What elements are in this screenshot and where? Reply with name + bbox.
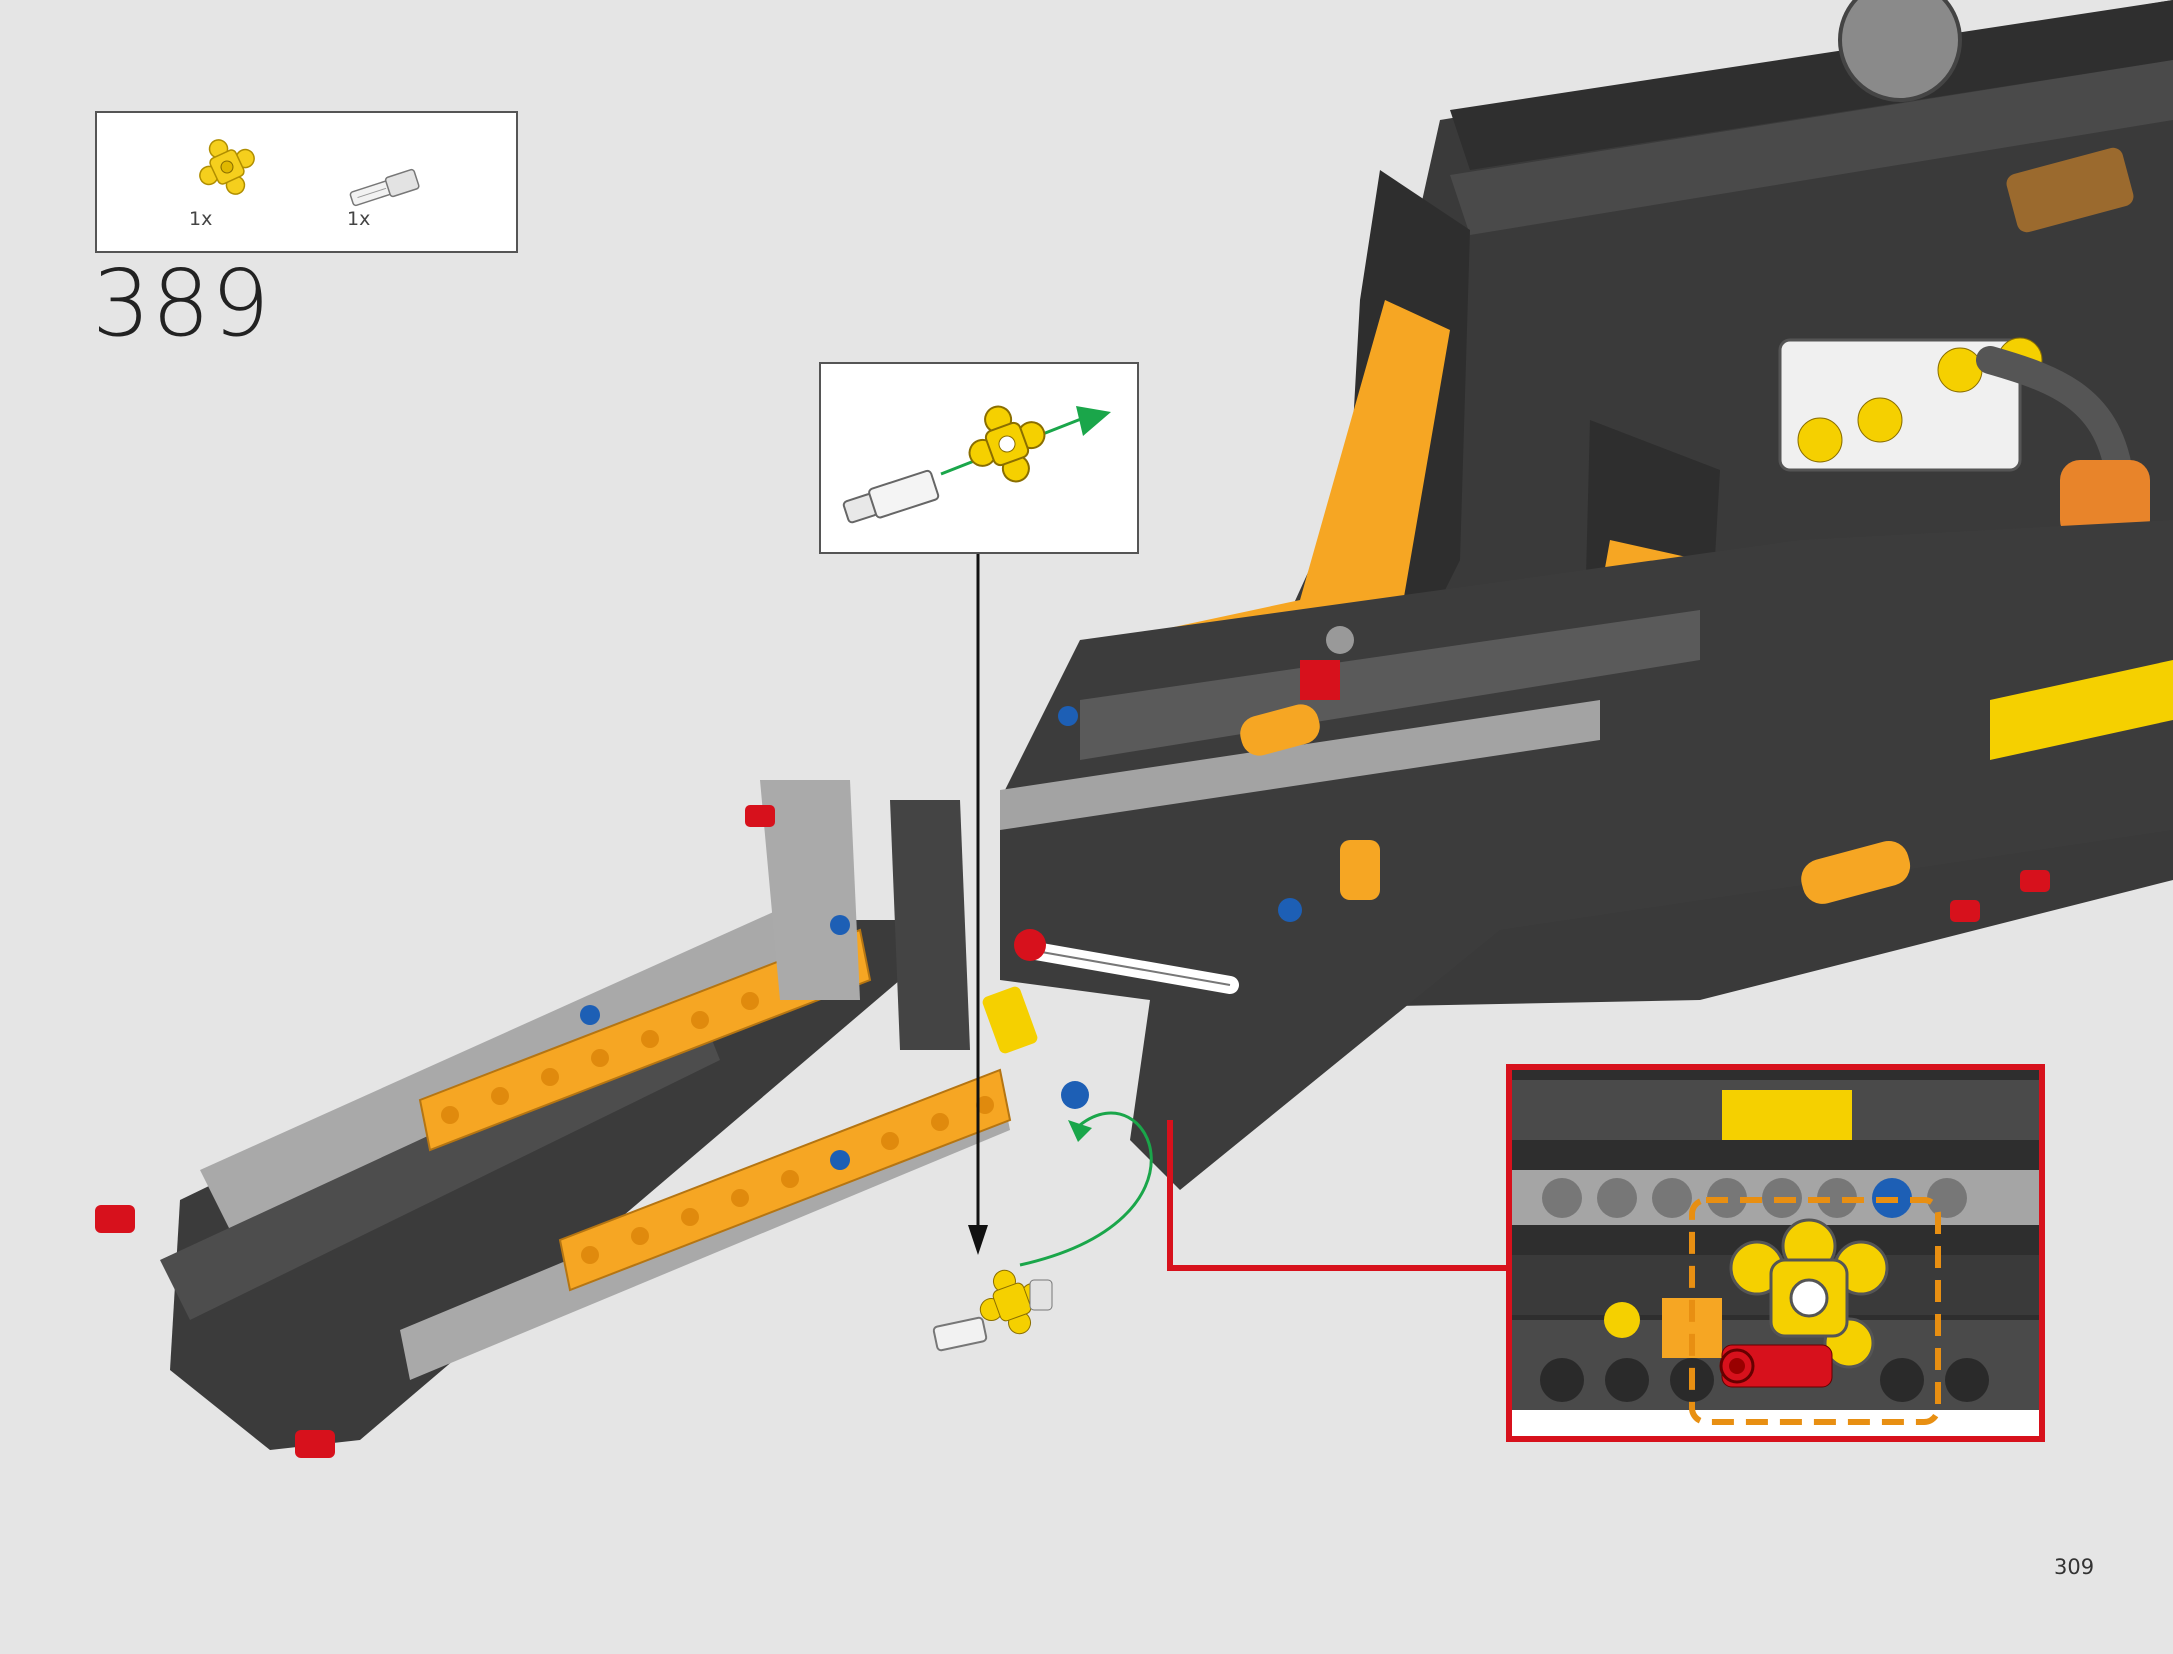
zoom-detail-box xyxy=(1506,1064,2045,1442)
parts-list-box: 1x 1x xyxy=(95,111,518,253)
yellow-connector-hub-icon xyxy=(1729,1218,1889,1369)
seat-cushion-1 xyxy=(1160,300,1450,660)
sub-assembly-hub-pin xyxy=(932,1269,1053,1352)
frame-bar-top xyxy=(1450,0,2173,170)
zoom-detail-illustration xyxy=(1512,1070,2039,1436)
sub-assembly-callout xyxy=(819,362,1139,554)
zoom-leader-line xyxy=(1167,1120,1506,1271)
step-number: 389 xyxy=(92,250,271,357)
yellow-connector-hub-icon xyxy=(968,405,1046,483)
callout-illustration xyxy=(842,405,1111,524)
motion-arrow-icon xyxy=(1019,1111,1153,1267)
motion-arrow-icon xyxy=(1076,406,1111,436)
part-qty-2: 1x xyxy=(347,208,371,230)
part-qty-1: 1x xyxy=(189,208,213,230)
frame-bar-top-2 xyxy=(1450,60,2173,235)
dashed-highlight-frame xyxy=(1689,1197,1941,1425)
page-number: 309 xyxy=(2054,1555,2095,1579)
front-extension xyxy=(170,920,900,1450)
yellow-connector-hub-icon xyxy=(199,139,255,195)
axle-pin-icon xyxy=(349,168,420,207)
